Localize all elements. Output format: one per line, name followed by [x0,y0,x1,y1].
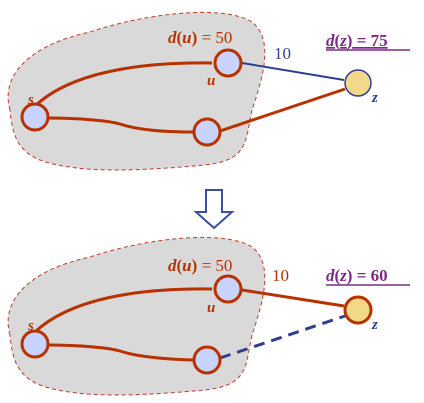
top-node-u-label: u [207,73,215,89]
bottom-path-s-to-v [47,343,194,362]
top-du-label: d(u) = 50 [168,28,232,47]
bottom-edge-weight: 10 [272,266,289,285]
bottom-node-s [20,329,50,359]
top-path-s-to-v [47,116,194,134]
top-node-u [213,48,243,78]
bottom-du-label: d(u) = 50 [168,256,232,275]
bottom-node-u-label: u [207,300,215,316]
bottom-edge-v-to-z-dashed [219,314,346,360]
top-path-s-to-u [32,61,213,109]
bottom-node-z [343,295,373,325]
bottom-path-s-to-u [32,287,213,335]
top-node-s [20,102,50,132]
bottom-panel: s u z 10 d(u) = 50 d(z) = 60 [7,236,410,396]
top-dz-label: d(z) = 75 [326,31,388,50]
top-panel: s u z 10 d(u) = 50 d(z) = 75 [7,11,410,171]
top-edge-v-to-z [219,87,346,133]
bottom-node-u [213,274,243,304]
bottom-edge-u-to-z [241,288,345,308]
top-node-v [192,117,222,147]
bottom-node-v [192,345,222,375]
bottom-dz-label: d(z) = 60 [326,266,388,285]
bottom-node-z-label: z [371,317,378,333]
bottom-node-s-label: s [27,318,34,334]
top-edge-weight: 10 [274,44,291,63]
top-edge-u-to-z [241,62,345,81]
top-node-s-label: s [27,92,34,108]
top-node-z-label: z [371,90,378,106]
down-arrow-icon [193,189,235,230]
top-node-z [344,69,372,97]
